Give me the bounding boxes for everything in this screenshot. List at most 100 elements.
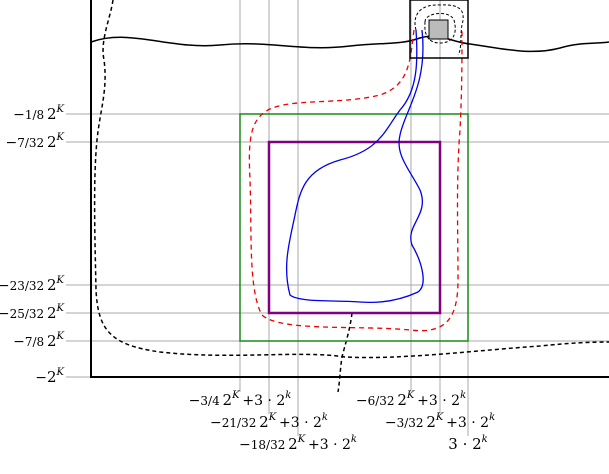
red-dashed-curve [248,29,463,332]
y-label-base: 2 [47,276,57,294]
y-label-exponent: K [56,104,65,115]
y-label-denominator: 32 [29,279,44,293]
x-label-denominator: 32 [270,438,285,452]
x-label-fraction-bar: / [266,438,271,452]
y-label: −7/32 2K [5,132,64,151]
y-label-sign: − [0,278,10,294]
y-label: −23/32 2K [0,275,65,294]
x-label: −3/4 2K +3 · 2k [189,390,292,409]
dashed-vertical-curve [337,312,353,393]
x-label-base: 2 [288,435,298,453]
x-label-numerator: 18 [251,438,266,452]
x-label-numerator: 3 [397,416,405,430]
y-label-sign: − [13,107,25,123]
y-label-numerator: 25 [10,307,25,321]
y-label-base: 2 [47,368,57,386]
x-label: −18/32 2K +3 · 2k [239,434,357,453]
y-label: −2K [35,367,64,386]
x-label-exponent: K [268,412,277,423]
y-label-numerator: 7 [17,136,25,150]
x-label-denominator: 32 [241,416,256,430]
y-label-denominator: 32 [29,307,44,321]
y-label: −25/32 2K [0,303,65,322]
purple-rect [267,140,442,315]
x-label-denominator: 32 [408,416,423,430]
x-label-shift: +3 · 2 [240,393,286,409]
y-label-exponent: K [56,331,65,342]
y-label-exponent: K [56,132,65,143]
x-label-base: 3 · 2 [448,435,481,453]
y-label-fraction-bar: / [25,279,30,293]
x-label-fraction-bar: / [375,394,380,408]
x-label-shift-exponent: k [351,434,357,445]
x-label-sign: − [210,415,222,431]
x-label-base: 2 [426,413,436,431]
x-axis-labels: −3/4 2K +3 · 2k−21/32 2K +3 · 2k−18/32 2… [189,390,495,453]
x-label-shift-exponent: k [460,390,466,401]
y-label-base: 2 [47,105,57,123]
y-label-base: 2 [47,332,57,350]
y-label-base: 2 [47,133,57,151]
x-label: −21/32 2K +3 · 2k [210,412,328,431]
blue-curve [285,29,424,304]
y-label-sign: − [13,334,25,350]
x-label-sign: − [356,393,368,409]
y-label: −1/8 2K [13,104,64,123]
x-label-exponent: K [435,412,444,423]
x-label-fraction-bar: / [404,416,409,430]
x-label: −6/32 2K +3 · 2k [356,390,466,409]
x-label-shift-exponent: k [322,412,328,423]
y-label-denominator: 8 [37,335,45,349]
y-label-exponent: K [56,275,65,286]
wavy-boundary-curve [90,35,609,53]
y-label-denominator: 32 [29,136,44,150]
axes [90,0,609,378]
small-inner-dashed-loop [424,13,456,44]
x-label-shift-exponent: k [489,412,495,423]
x-label-numerator: 21 [222,416,237,430]
x-label-base: 2 [259,413,269,431]
y-label-sign: − [0,306,10,322]
x-label-exponent: k [482,434,488,445]
x-label-shift: +3 · 2 [414,393,460,409]
x-label-shift: +3 · 2 [443,415,489,431]
x-label: −3/32 2K +3 · 2k [385,412,495,431]
small-dashed-loop [414,4,464,56]
x-label-numerator: 3 [200,394,208,408]
x-label-exponent: K [297,434,306,445]
y-label: −7/8 2K [13,331,64,350]
y-label-fraction-bar: / [32,335,37,349]
x-label: 3 · 2k [448,434,487,453]
y-axis-labels: −1/8 2K−7/32 2K−23/32 2K−25/32 2K−7/8 2K… [0,104,65,386]
x-label-sign: − [239,437,251,453]
y-label-fraction-bar: / [25,307,30,321]
x-label-denominator: 4 [212,394,220,408]
y-label-fraction-bar: / [25,136,30,150]
y-label-base: 2 [47,304,57,322]
y-label-numerator: 23 [10,279,25,293]
y-label-exponent: K [56,367,65,378]
small-box [409,0,469,59]
x-label-exponent: K [231,390,240,401]
x-label-fraction-bar: / [208,394,213,408]
grid-lines [66,0,609,436]
dashed-boundary-curve [93,0,609,359]
y-label-numerator: 7 [25,335,33,349]
green-rect [239,113,469,342]
x-label-fraction-bar: / [237,416,242,430]
x-label-shift-exponent: k [285,390,291,401]
y-label-denominator: 8 [37,108,45,122]
y-label-exponent: K [56,303,65,314]
x-label-denominator: 32 [379,394,394,408]
x-label-shift: +3 · 2 [276,415,322,431]
x-label-sign: − [385,415,397,431]
gray-square [428,19,449,40]
y-label-numerator: 1 [25,108,33,122]
x-label-sign: − [189,393,201,409]
x-label-base: 2 [223,391,233,409]
x-label-numerator: 6 [368,394,376,408]
y-label-sign: − [5,135,17,151]
x-label-base: 2 [397,391,407,409]
